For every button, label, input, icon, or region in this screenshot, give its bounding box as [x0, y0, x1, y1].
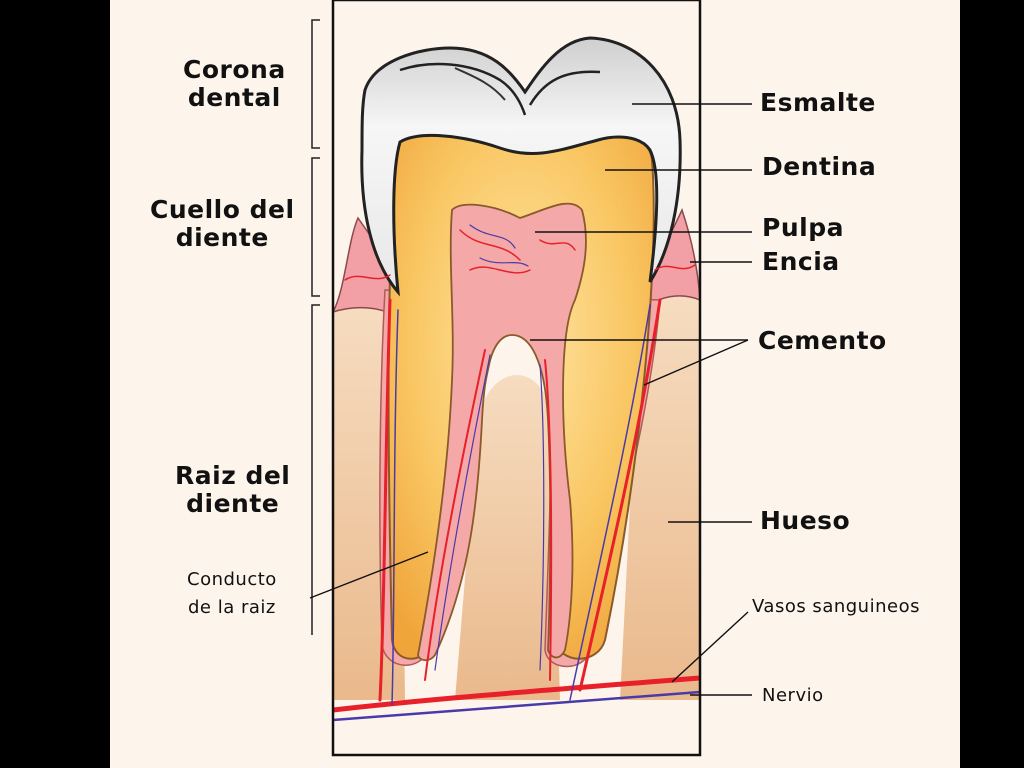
- blood-vessels: [333, 229, 700, 713]
- nerves: [333, 224, 700, 722]
- label-hueso: Hueso: [760, 506, 851, 535]
- label-vasos-sanguineos: Vasos sanguineos: [752, 596, 920, 617]
- label-cuello-diente: Cuello del diente: [150, 195, 295, 252]
- label-corona-dental: Corona dental: [183, 55, 286, 112]
- diagram-frame: [331, 0, 702, 757]
- leader-lines: [309, 103, 752, 696]
- label-encia: Encia: [762, 247, 840, 276]
- label-raiz-diente: Raiz del diente: [175, 461, 291, 518]
- left-brackets: [311, 19, 320, 635]
- label-nervio: Nervio: [762, 685, 824, 706]
- label-cemento: Cemento: [758, 326, 887, 355]
- enamel-crown: [360, 36, 682, 297]
- label-dentina: Dentina: [762, 152, 877, 181]
- label-pulpa: Pulpa: [762, 213, 844, 242]
- label-esmalte: Esmalte: [760, 88, 876, 117]
- label-conducto-raiz: Conducto de la raiz: [187, 569, 277, 618]
